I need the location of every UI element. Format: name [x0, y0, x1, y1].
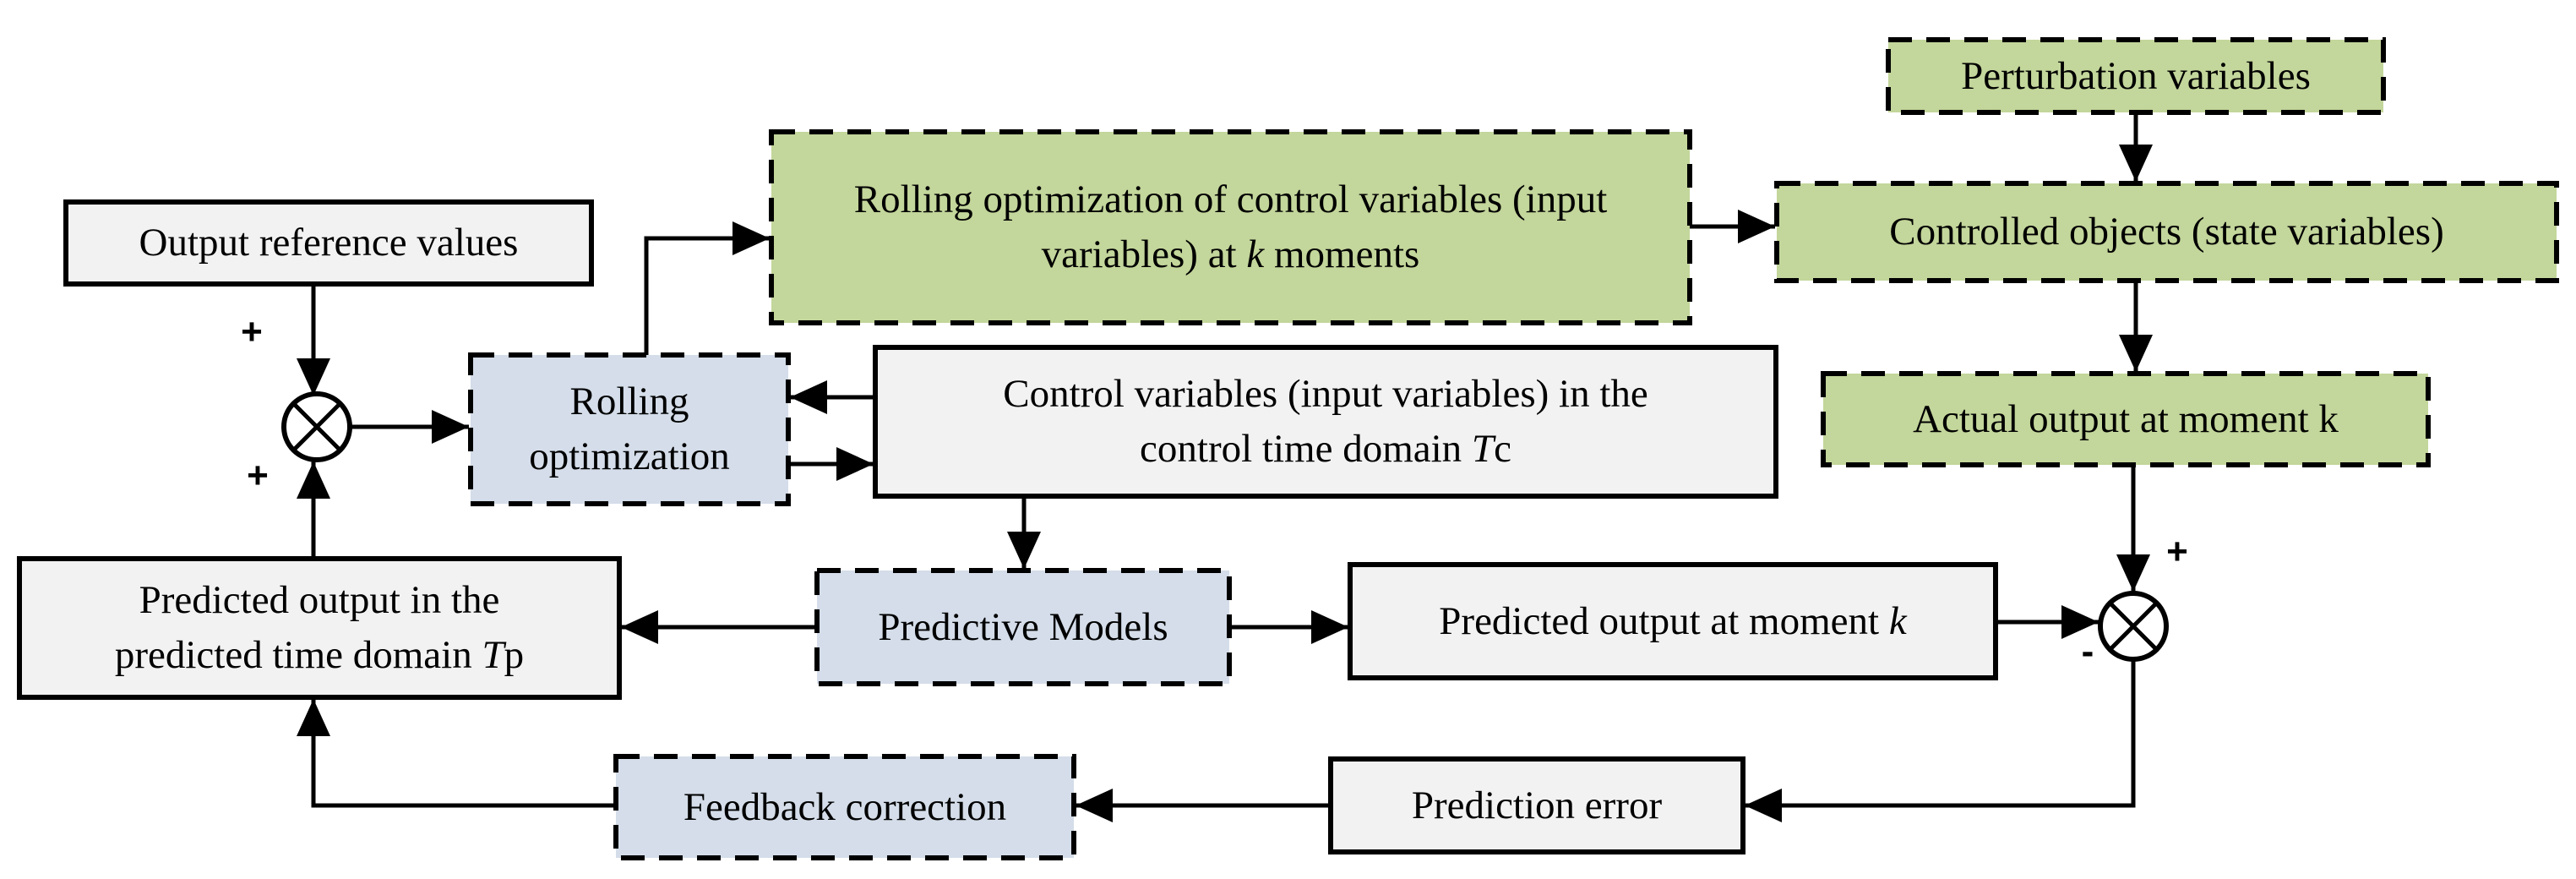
rolling-opt-k-box-frame — [769, 129, 1692, 325]
predicted-k-box-frame — [1348, 562, 1998, 680]
prediction-error-box-frame — [1328, 756, 1745, 854]
perturbation-box-frame — [1886, 37, 2386, 115]
arrow-feedback-to-predicted-tp — [297, 699, 616, 808]
right-summing-junction — [2098, 591, 2169, 662]
left-summing-junction — [281, 391, 352, 462]
control-variables-box-frame — [873, 345, 1778, 499]
predicted-tp-box-frame — [17, 556, 622, 700]
arrow-right-junction-to-prediction-error — [1745, 659, 2136, 822]
predictive-models-box-frame — [814, 568, 1232, 686]
arrow-rolling-opt-to-rolling-opt-k — [644, 221, 770, 355]
left-junction-bottom-plus-sign: + — [247, 455, 269, 496]
actual-output-box-frame — [1821, 371, 2431, 467]
feedback-correction-box-frame — [613, 754, 1076, 860]
left-junction-top-plus-sign: + — [241, 311, 263, 352]
output-reference-box-frame — [63, 199, 594, 287]
right-junction-minus-sign: - — [2081, 631, 2094, 672]
controlled-objects-box-frame — [1774, 181, 2559, 283]
right-junction-plus-sign: + — [2166, 531, 2188, 572]
rolling-optimization-box-frame — [468, 352, 791, 506]
